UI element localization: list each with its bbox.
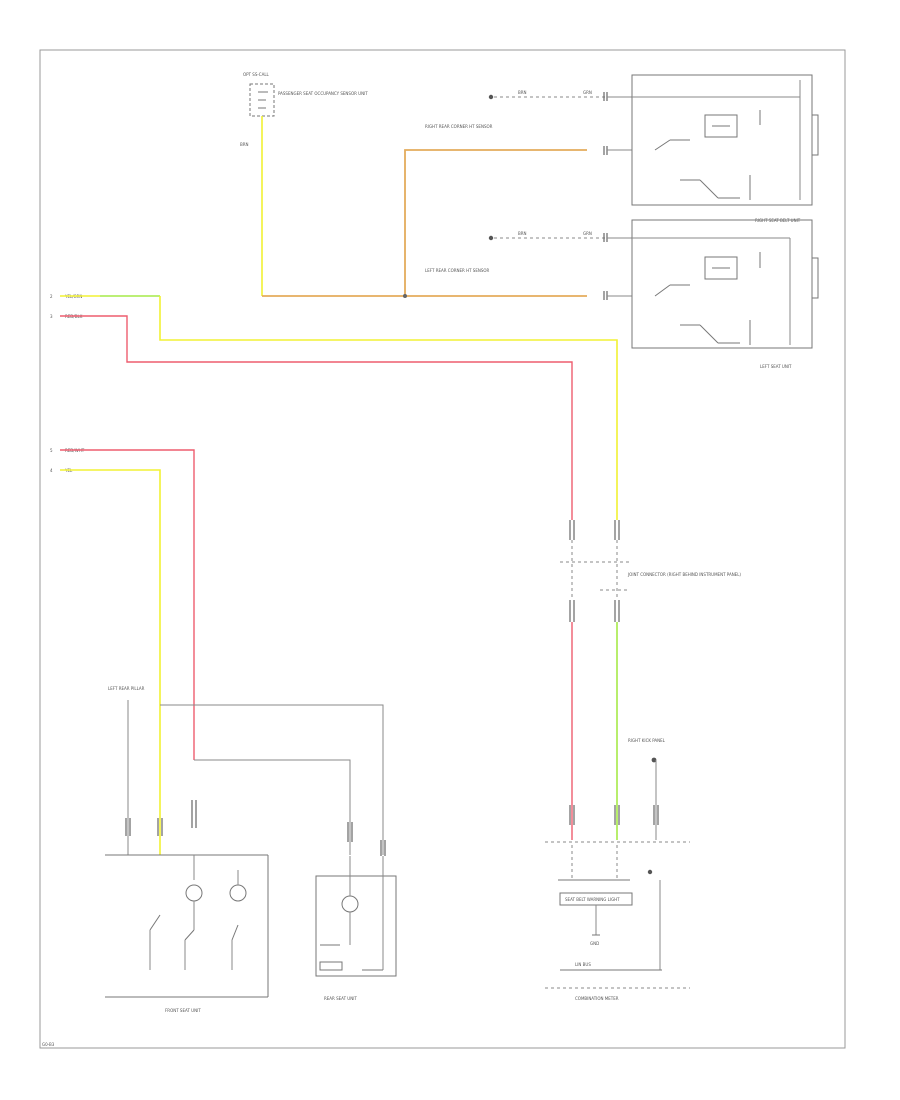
ground-right-label: RIGHT KICK PANEL [628,738,666,743]
wire-red-white: 5 RED/WHT [50,448,195,760]
diagram-frame [39,49,846,1049]
rr-left-connector: BRN GRN LEFT REAR CORNER HT SENSOR [425,231,632,273]
left-seat-unit-label: LEFT SEAT UNIT [760,364,792,369]
svg-text:5: 5 [50,448,53,453]
wire-yellow-green: 2 YEL/GRN [50,294,618,520]
wire-red-black: 3 RED/BLK [50,314,573,520]
svg-text:3: 3 [50,314,53,319]
ground-left-label: LEFT REAR PILLAR [108,686,145,691]
ground-left-rear-pillar: LEFT REAR PILLAR [108,686,145,855]
gauge-indicator-label: SEAT BELT WARNING LIGHT [565,897,620,902]
svg-text:GRN: GRN [583,231,592,236]
joint-connector: JOINT CONNECTOR (RIGHT BEHIND INSTRUMENT… [560,520,741,622]
gauge-gnd-label: GND [590,941,599,946]
svg-text:BRN: BRN [518,90,527,95]
ground-right-kick-panel: RIGHT KICK PANEL [628,738,666,840]
combination-meter-label: COMBINATION METER [575,996,619,1001]
rear-seat-unit-label: REAR SEAT UNIT [324,996,357,1001]
front-seat-unit-label: FRONT SEAT UNIT [165,1008,201,1013]
joint-connector-label: JOINT CONNECTOR (RIGHT BEHIND INSTRUMENT… [627,572,741,577]
svg-text:4: 4 [50,468,53,473]
passenger-sensor-unit-desc: PASSENGER SEAT OCCUPANCY SENSOR UNIT [278,91,368,96]
svg-text:BRN: BRN [518,231,527,236]
meter-input-connectors [569,805,659,825]
lower-connectors [157,800,386,856]
top-wire-label: BRN [240,142,249,147]
wire-orange-up [404,149,587,296]
rear-seat-unit: REAR SEAT UNIT [315,856,397,1001]
wire-yellow: 4 YEL [50,468,161,855]
wire-gray-bus-lower [194,759,351,855]
rr-right-connector-label: RIGHT REAR CORNER HT SENSOR [425,124,493,129]
svg-text:2: 2 [50,294,53,299]
passenger-sensor-unit: OPT SS-CALL PASSENGER SEAT OCCUPANCY SEN… [240,72,368,147]
passenger-sensor-unit-code: OPT SS-CALL [243,72,270,77]
right-seat-belt-unit: RIGHT SEAT BELT UNIT [631,74,819,223]
rr-left-connector-label: LEFT REAR CORNER HT SENSOR [425,268,490,273]
svg-text:GRN: GRN [583,90,592,95]
combination-meter: SEAT BELT WARNING LIGHT GND LIN BUS COMB… [545,841,690,1001]
wire-gray-bus-upper [160,704,384,855]
gauge-bus-label: LIN BUS [575,962,591,967]
footer-code: G0-B3 [42,1042,55,1047]
splice-dot [403,294,407,298]
left-seat-unit: LEFT SEAT UNIT [631,219,819,369]
rr-right-connector: BRN GRN RIGHT REAR CORNER HT SENSOR [425,90,632,129]
front-seat-unit: FRONT SEAT UNIT [105,854,269,1013]
unit-input-connectors [603,92,632,300]
